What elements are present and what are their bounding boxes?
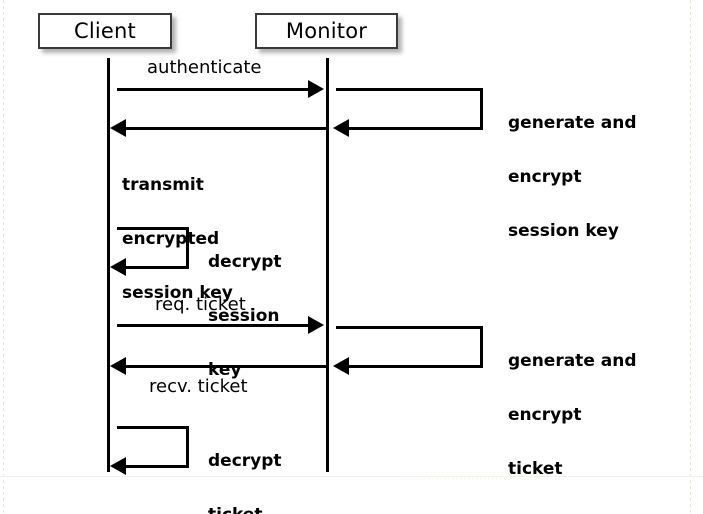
selfloop-side-generate-session-key (480, 88, 483, 130)
message-label-line-3: session key (122, 283, 233, 303)
page-edge-left (3, 0, 4, 514)
selfloop-bottom-decrypt-session-key (125, 266, 189, 269)
annotation-line-1: generate and (508, 351, 637, 371)
message-label-line-1: transmit (122, 175, 204, 195)
arrowhead-right-authenticate (308, 80, 324, 98)
annotation-line-3: session key (508, 221, 619, 241)
selfloop-top-decrypt-session-key (117, 227, 189, 230)
annotation-line-2: encrypt (508, 405, 582, 425)
lifeline-monitor (326, 58, 329, 472)
arrowhead-left-recv-ticket (110, 357, 126, 375)
selfloop-bottom-generate-session-key (348, 127, 483, 130)
selfloop-top-decrypt-ticket (117, 426, 189, 429)
participant-label-monitor: Monitor (285, 18, 368, 43)
message-label-authenticate: authenticate (147, 57, 262, 78)
message-arrow-recv-ticket (126, 365, 326, 368)
page-edge-right (690, 0, 691, 514)
selfloop-top-generate-ticket (336, 326, 483, 329)
message-label-req-ticket: req. ticket (155, 294, 246, 315)
annotation-line-2: encrypt (508, 167, 582, 187)
selfloop-bottom-decrypt-ticket (125, 465, 189, 468)
annotation-decrypt-ticket: decrypt ticket (208, 416, 282, 514)
participant-box-monitor[interactable]: Monitor (255, 13, 398, 49)
selfloop-top-generate-session-key (336, 88, 483, 91)
arrowhead-right-req-ticket (308, 316, 324, 334)
selfloop-bottom-generate-ticket (348, 365, 483, 368)
arrowhead-left-decrypt-session-key (110, 258, 126, 276)
annotation-line-2: session (208, 306, 280, 326)
annotation-line-1: decrypt (208, 451, 282, 471)
message-label-recv-ticket: recv. ticket (149, 376, 248, 397)
selfloop-side-decrypt-ticket (186, 426, 189, 468)
message-label-line-2: encrypted (122, 229, 220, 249)
participant-label-client: Client (74, 18, 136, 43)
arrowhead-left-generate-ticket (333, 357, 349, 375)
message-label-transmit-session-key: transmit encrypted session key (122, 140, 233, 338)
arrowhead-left-transmit-session-key (110, 119, 126, 137)
annotation-line-2: ticket (208, 506, 282, 514)
arrowhead-left-generate-session-key (333, 119, 349, 137)
annotation-line-1: generate and (508, 113, 637, 133)
arrowhead-left-decrypt-ticket (110, 457, 126, 475)
annotation-generate-ticket: generate and encrypt ticket (508, 316, 637, 514)
lifeline-client (107, 58, 110, 472)
annotation-generate-session-key: generate and encrypt session key (508, 78, 637, 276)
annotation-line-1: decrypt (208, 252, 282, 272)
selfloop-side-generate-ticket (480, 326, 483, 368)
page-watermark: ·································· (400, 475, 535, 485)
annotation-line-3: ticket (508, 459, 563, 479)
message-arrow-req-ticket (117, 324, 309, 327)
message-arrow-authenticate (117, 88, 309, 91)
page-edge-bottom (0, 476, 703, 477)
message-arrow-transmit-session-key (126, 127, 326, 130)
participant-box-client[interactable]: Client (38, 13, 172, 49)
selfloop-side-decrypt-session-key (186, 227, 189, 269)
